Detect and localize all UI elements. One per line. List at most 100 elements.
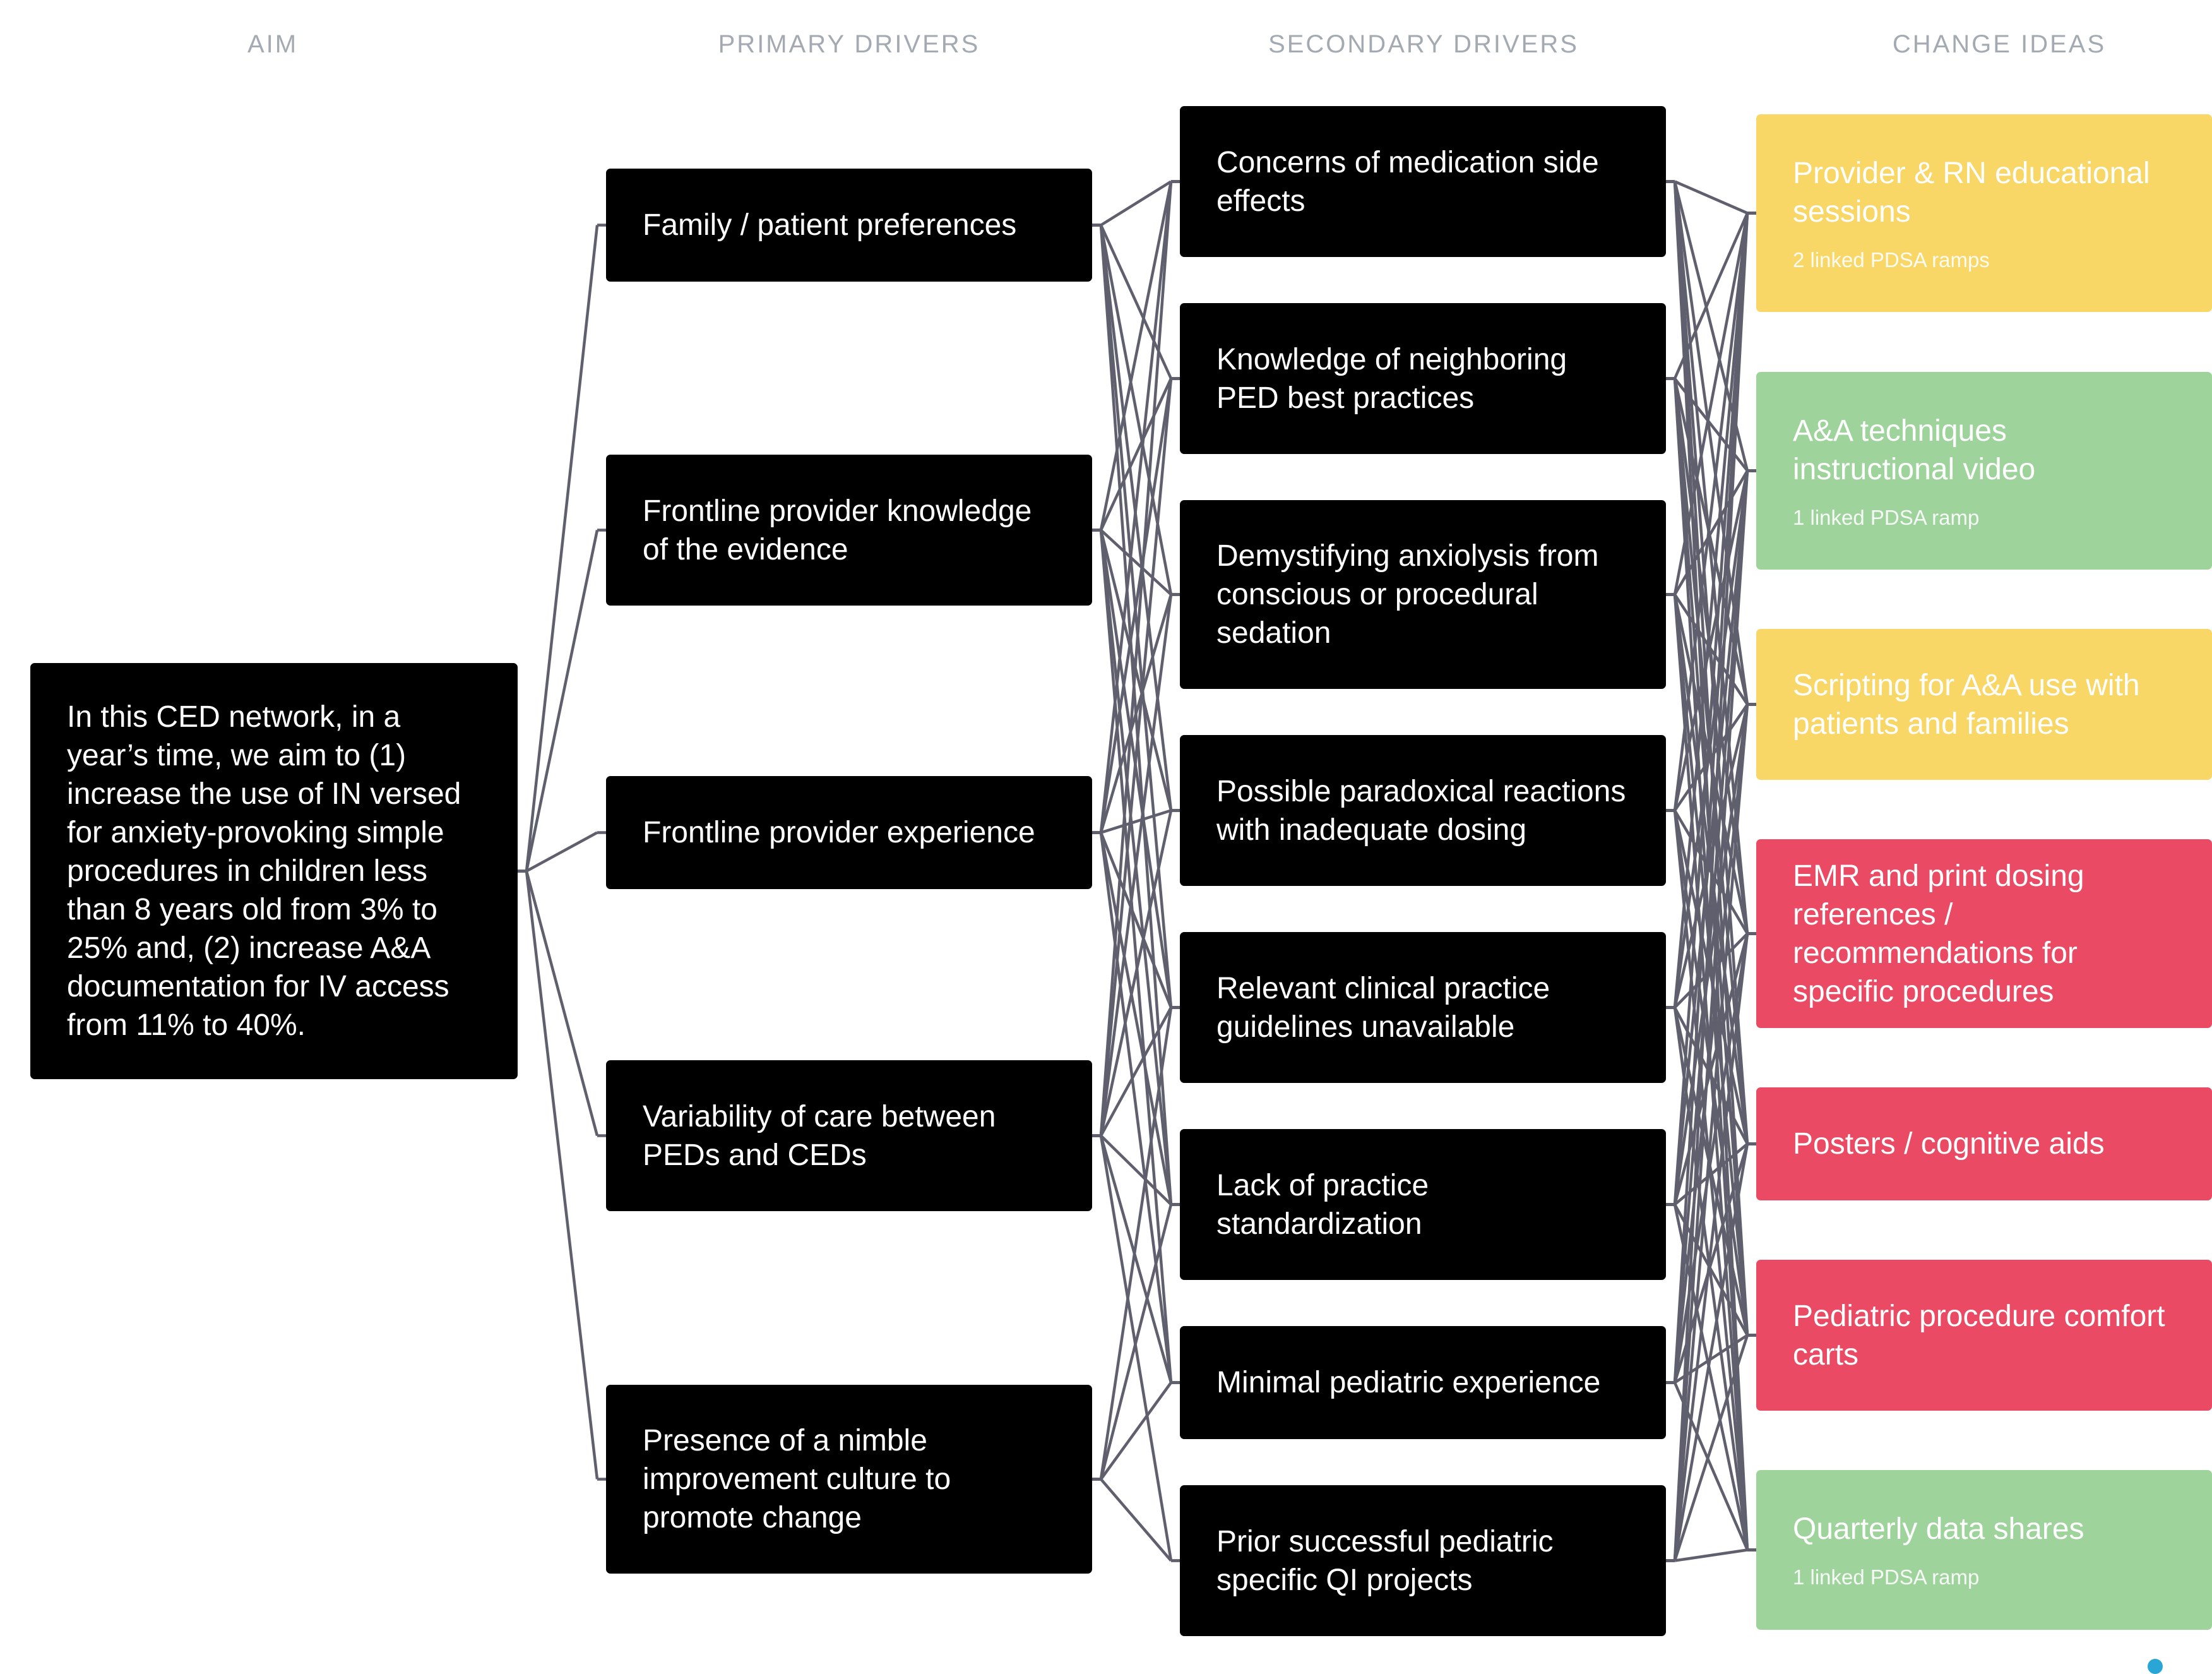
driver-link bbox=[1673, 1144, 1749, 1561]
header-change-ideas: CHANGE IDEAS bbox=[1892, 30, 2107, 58]
driver-link bbox=[1100, 529, 1172, 596]
driver-link bbox=[1673, 470, 1749, 1383]
aim-text: In this CED network, in a year’s time, w… bbox=[67, 700, 461, 1042]
pdsa-ramp-count: 2 linked PDSA ramps bbox=[1793, 248, 1990, 272]
change-idea-label: Provider & RN educational sessions bbox=[1793, 156, 2150, 229]
secondary-driver[interactable]: Minimal pediatric experience bbox=[1180, 1326, 1666, 1439]
driver-link bbox=[1674, 180, 1748, 215]
driver-link bbox=[525, 225, 599, 871]
driver-link bbox=[1099, 832, 1173, 1008]
primary-driver-label: Variability of care between PEDs and CED… bbox=[643, 1099, 996, 1172]
pdsa-ramp-count: 1 linked PDSA ramp bbox=[1793, 1565, 1980, 1589]
primary-driver[interactable]: Family / patient preferences bbox=[606, 169, 1092, 282]
aim-statement[interactable]: In this CED network, in a year’s time, w… bbox=[30, 663, 518, 1079]
driver-link bbox=[1099, 181, 1173, 530]
secondary-driver[interactable]: Demystifying anxiolysis from conscious o… bbox=[1180, 500, 1666, 689]
change-idea-label: Pediatric procedure comfort carts bbox=[1793, 1299, 2165, 1372]
primary-driver-label: Frontline provider knowledge of the evid… bbox=[643, 494, 1032, 566]
primary-driver-label: Frontline provider experience bbox=[643, 816, 1035, 849]
secondary-driver[interactable]: Lack of practice standardization bbox=[1180, 1129, 1666, 1280]
driver-link bbox=[1099, 225, 1173, 595]
driver-link bbox=[1673, 470, 1749, 1205]
driver-link bbox=[1673, 470, 1749, 1008]
primary-driver-label: Presence of a nimble improvement culture… bbox=[643, 1424, 951, 1534]
driver-link bbox=[1673, 213, 1749, 1205]
change-idea[interactable]: Provider & RN educational sessions 2 lin… bbox=[1756, 114, 2212, 312]
primary-driver[interactable]: Frontline provider knowledge of the evid… bbox=[606, 455, 1092, 606]
change-idea[interactable]: A&A techniques instructional video 1 lin… bbox=[1756, 372, 2212, 570]
driver-link bbox=[1674, 594, 1749, 705]
driver-link bbox=[1100, 1007, 1172, 1137]
driver-link bbox=[1673, 933, 1749, 1561]
driver-link bbox=[525, 530, 599, 871]
secondary-driver-label: Prior successful pediatric specific QI p… bbox=[1216, 1524, 1554, 1597]
driver-link bbox=[1099, 832, 1173, 1205]
driver-link bbox=[1099, 1135, 1173, 1384]
driver-link bbox=[1099, 181, 1173, 1136]
driver-link bbox=[1674, 470, 1749, 595]
driver-link bbox=[1673, 470, 1749, 811]
secondary-driver-label: Concerns of medication side effects bbox=[1216, 145, 1599, 218]
driver-link bbox=[1099, 378, 1173, 531]
driver-link bbox=[1673, 703, 1749, 1008]
change-idea[interactable]: Scripting for A&A use with patients and … bbox=[1756, 629, 2212, 780]
secondary-driver-label: Lack of practice standardization bbox=[1216, 1168, 1429, 1241]
secondary-driver-label: Knowledge of neighboring PED best practi… bbox=[1216, 342, 1567, 415]
driver-link bbox=[1673, 933, 1749, 1383]
secondary-driver-label: Relevant clinical practice guidelines un… bbox=[1216, 971, 1550, 1044]
change-idea[interactable]: Posters / cognitive aids bbox=[1756, 1087, 2212, 1200]
secondary-driver-label: Minimal pediatric experience bbox=[1216, 1366, 1601, 1399]
driver-link bbox=[1099, 810, 1173, 1136]
driver-link bbox=[1099, 594, 1173, 1136]
driver-link bbox=[1099, 378, 1173, 833]
driver-link bbox=[1100, 180, 1172, 227]
secondary-driver[interactable]: Prior successful pediatric specific QI p… bbox=[1180, 1485, 1666, 1636]
driver-link bbox=[1673, 470, 1749, 1561]
change-idea-label: Posters / cognitive aids bbox=[1793, 1127, 2105, 1161]
driver-link bbox=[1100, 1134, 1172, 1206]
driver-link bbox=[1673, 1334, 1749, 1562]
driver-link bbox=[1673, 213, 1749, 1561]
driver-link bbox=[1674, 932, 1749, 1009]
primary-driver[interactable]: Variability of care between PEDs and CED… bbox=[606, 1060, 1092, 1211]
driver-link bbox=[1674, 703, 1749, 811]
change-idea[interactable]: Quarterly data shares 1 linked PDSA ramp bbox=[1756, 1470, 2212, 1630]
driver-link bbox=[1673, 1007, 1749, 1336]
driver-link bbox=[1673, 810, 1749, 1550]
change-idea-label: A&A techniques instructional video bbox=[1793, 414, 2036, 486]
driver-link bbox=[1673, 704, 1749, 1561]
change-idea[interactable]: Pediatric procedure comfort carts bbox=[1756, 1260, 2212, 1411]
change-idea-label: Scripting for A&A use with patients and … bbox=[1793, 668, 2140, 741]
driver-link bbox=[1099, 225, 1173, 1008]
change-idea-label: EMR and print dosing references / recomm… bbox=[1793, 859, 2084, 1008]
header-secondary-drivers: SECONDARY DRIVERS bbox=[1268, 30, 1579, 58]
secondary-driver[interactable]: Relevant clinical practice guidelines un… bbox=[1180, 932, 1666, 1083]
driver-link bbox=[1099, 378, 1173, 1136]
driver-link bbox=[1673, 1007, 1749, 1550]
header-aim: AIM bbox=[247, 30, 299, 58]
secondary-driver-label: Possible paradoxical reactions with inad… bbox=[1216, 774, 1626, 847]
driver-link bbox=[1673, 594, 1749, 934]
driver-link bbox=[1673, 212, 1749, 380]
driver-link bbox=[525, 831, 598, 873]
driver-link bbox=[1673, 213, 1749, 811]
secondary-driver[interactable]: Possible paradoxical reactions with inad… bbox=[1180, 735, 1666, 886]
driver-link bbox=[1099, 1204, 1173, 1480]
primary-driver-label: Family / patient preferences bbox=[643, 208, 1017, 242]
driver-link bbox=[1674, 1548, 1748, 1562]
driver-link bbox=[1673, 213, 1749, 1383]
change-idea[interactable]: EMR and print dosing references / recomm… bbox=[1756, 839, 2212, 1028]
driver-link bbox=[1099, 1135, 1173, 1561]
pdsa-ramp-count: 1 linked PDSA ramp bbox=[1793, 505, 1980, 529]
driver-link bbox=[525, 870, 599, 1137]
primary-driver[interactable]: Frontline provider experience bbox=[606, 776, 1092, 889]
change-idea-label: Quarterly data shares bbox=[1793, 1512, 2084, 1546]
help-indicator[interactable] bbox=[2148, 1659, 2163, 1674]
secondary-driver[interactable]: Concerns of medication side effects bbox=[1180, 106, 1666, 257]
secondary-driver[interactable]: Knowledge of neighboring PED best practi… bbox=[1180, 303, 1666, 454]
driver-link bbox=[1673, 933, 1749, 1205]
primary-driver[interactable]: Presence of a nimble improvement culture… bbox=[606, 1385, 1092, 1574]
secondary-driver-label: Demystifying anxiolysis from conscious o… bbox=[1216, 539, 1599, 650]
driver-link bbox=[1673, 213, 1749, 595]
